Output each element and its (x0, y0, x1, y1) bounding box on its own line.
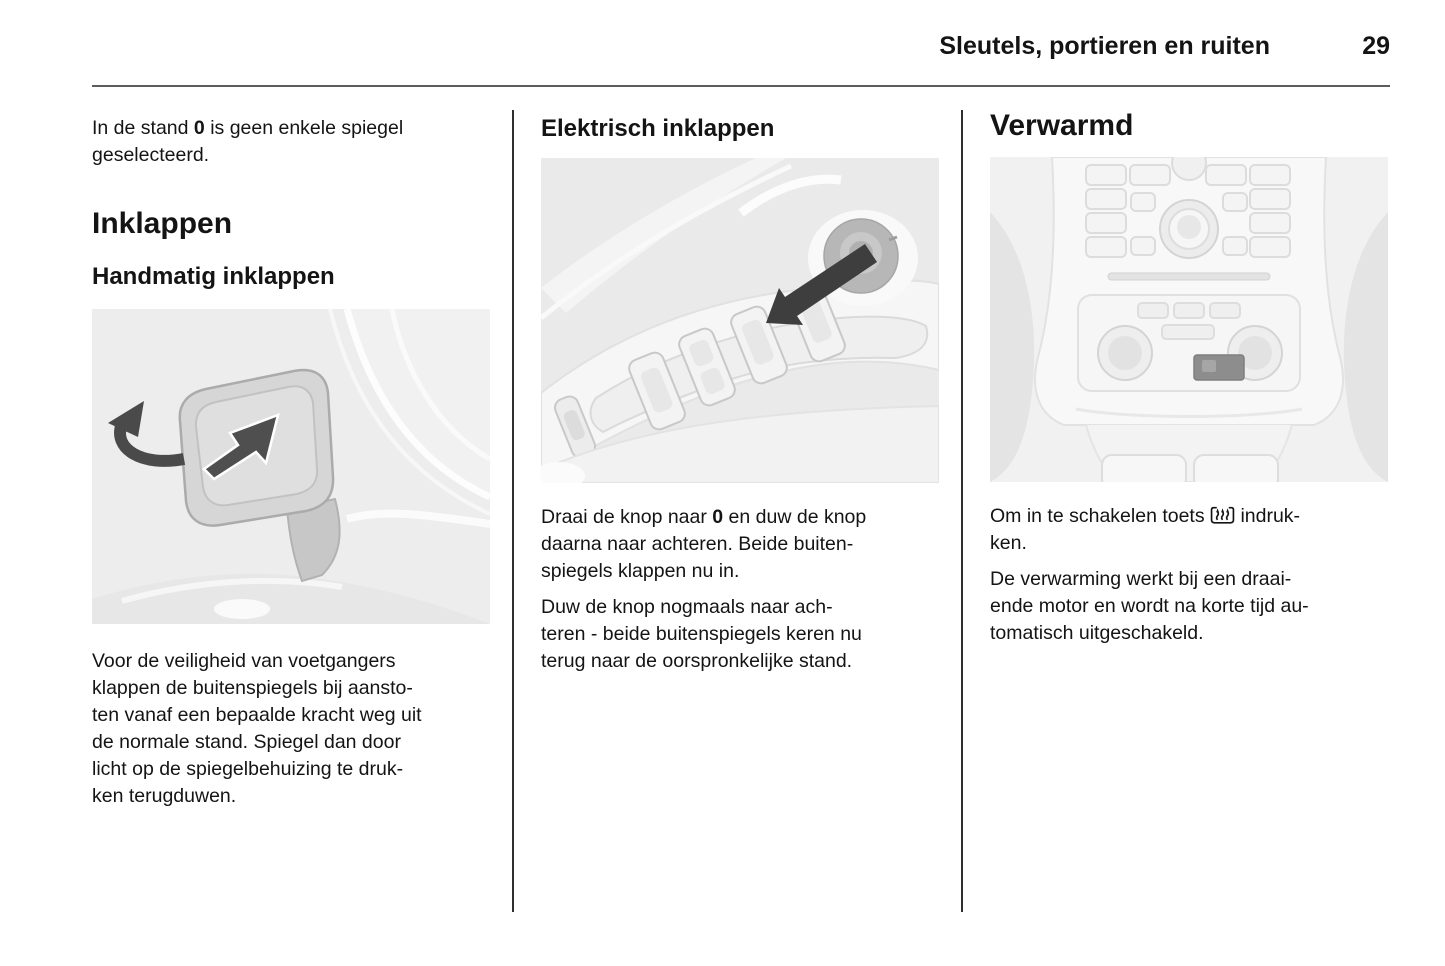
figure-heated-mirror (990, 157, 1388, 482)
fold-curve-arrow-icon (108, 401, 144, 437)
chapter-title: Sleutels, portieren en ruiten (939, 32, 1270, 60)
fold-direction-arrow-icon (202, 412, 280, 481)
column-left: In de stand 0 is geen enkele spiegel ges… (92, 103, 490, 810)
p1-text-post: en duw de knop daarna naar achteren. Bei… (541, 506, 867, 582)
door-switch-illustration (541, 158, 939, 483)
column-divider-1 (512, 110, 514, 912)
figure-manual-fold (92, 309, 490, 624)
power-fold-paragraph-1: Draai de knop naar 0 en duw de knop daar… (541, 504, 939, 585)
p1-text-pre: Draai de knop naar (541, 506, 713, 528)
p3-text-post: indruk- ken. (990, 505, 1301, 554)
heating-switch-paragraph: Om in te schakelen toets indruk- ken. (990, 503, 1388, 557)
subheading-elektrisch-inklappen: Elektrisch inklappen (541, 115, 775, 142)
figure-power-fold (541, 158, 939, 483)
p1-bold-zero: 0 (712, 506, 724, 528)
heating-behavior-paragraph: De verwarming werkt bij een draai- ende … (990, 568, 1309, 644)
section-heading-inklappen: Inklappen (92, 207, 233, 240)
header-rule (92, 85, 1390, 87)
intro-text-pre: In de stand (92, 117, 194, 139)
section-heading-verwarmd: Verwarmd (990, 109, 1134, 142)
page-number: 29 (1362, 32, 1390, 60)
column-right: Verwarmd (990, 103, 1388, 647)
column-divider-2 (961, 110, 963, 912)
intro-bold-zero: 0 (193, 117, 205, 139)
heated-mirror-button (1193, 354, 1245, 381)
heated-mirror-icon (1210, 506, 1235, 524)
column-middle: Elektrisch inklappen (541, 103, 939, 675)
pointer-arrow-icon (766, 244, 877, 325)
pedestrian-safety-paragraph: Voor de veiligheid van voetgangers klapp… (92, 650, 422, 807)
mirror-fold-illustration (92, 309, 490, 624)
intro-text-post: is geen enkele spiegel geselecteerd. (92, 117, 404, 166)
p3-text-pre: Om in te schakelen toets (990, 505, 1211, 527)
power-fold-paragraph-2: Duw de knop nogmaals naar ach- teren - b… (541, 596, 862, 672)
console-illustration (990, 157, 1388, 482)
subheading-handmatig-inklappen: Handmatig inklappen (92, 263, 335, 290)
intro-paragraph: In de stand 0 is geen enkele spiegel ges… (92, 115, 490, 169)
